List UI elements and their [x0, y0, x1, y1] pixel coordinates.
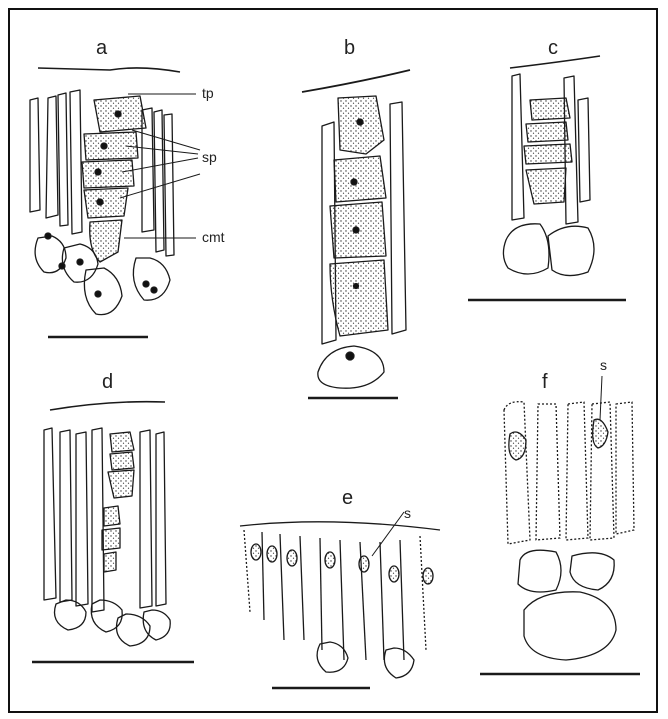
panel-f-drawing	[480, 376, 640, 674]
panel-e-drawing	[240, 512, 440, 688]
panel-label-c: c	[548, 38, 558, 58]
panel-label-a: a	[96, 38, 107, 58]
panel-label-b: b	[344, 38, 355, 58]
panel-label-d: d	[102, 372, 113, 392]
annotation-sp: sp	[202, 150, 217, 164]
panel-c-drawing	[468, 56, 626, 300]
panel-b-drawing	[302, 70, 410, 398]
annotation-tp: tp	[202, 86, 214, 100]
panel-label-f: f	[542, 372, 548, 392]
annotation-cmt: cmt	[202, 230, 225, 244]
panel-d-drawing	[32, 402, 194, 662]
annotation-s-panel-f: s	[600, 358, 607, 372]
panel-a-drawing	[30, 68, 200, 337]
annotation-s-panel-e: s	[404, 506, 411, 520]
panel-label-e: e	[342, 488, 353, 508]
